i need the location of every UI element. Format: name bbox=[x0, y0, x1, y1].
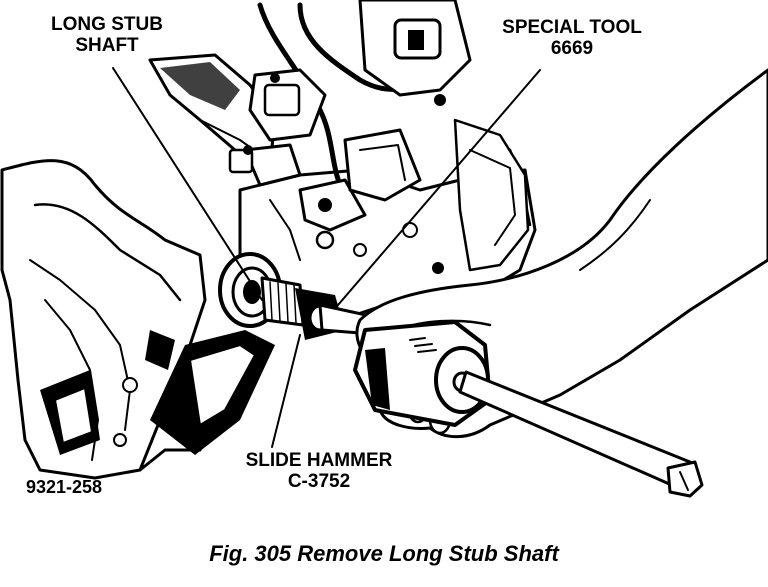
callout-long-stub-shaft-line2: SHAFT bbox=[75, 35, 139, 56]
leader-lines bbox=[112, 67, 541, 448]
callout-slide-hammer: SLIDE HAMMER C-3752 bbox=[230, 450, 408, 492]
callout-special-tool: SPECIAL TOOL 6669 bbox=[488, 17, 656, 59]
callout-special-tool-line1: SPECIAL TOOL bbox=[502, 17, 642, 38]
callout-slide-hammer-line2: C-3752 bbox=[287, 471, 351, 492]
callout-slide-hammer-line1: SLIDE HAMMER bbox=[245, 450, 393, 471]
long-stub-shaft bbox=[218, 252, 305, 328]
wiring-harness bbox=[228, 0, 472, 232]
upper-bracket bbox=[148, 53, 277, 167]
figure-number: 9321-258 bbox=[26, 477, 103, 497]
transaxle-housing bbox=[0, 159, 207, 480]
callout-long-stub-shaft-line1: LONG STUB bbox=[51, 14, 163, 35]
figure-caption: Fig. 305 Remove Long Stub Shaft bbox=[209, 541, 559, 566]
callout-special-tool-line2: 6669 bbox=[550, 38, 594, 59]
slide-hammer bbox=[353, 320, 704, 498]
callout-long-stub-shaft: LONG STUB SHAFT bbox=[42, 14, 172, 56]
support-bracket bbox=[138, 330, 275, 472]
